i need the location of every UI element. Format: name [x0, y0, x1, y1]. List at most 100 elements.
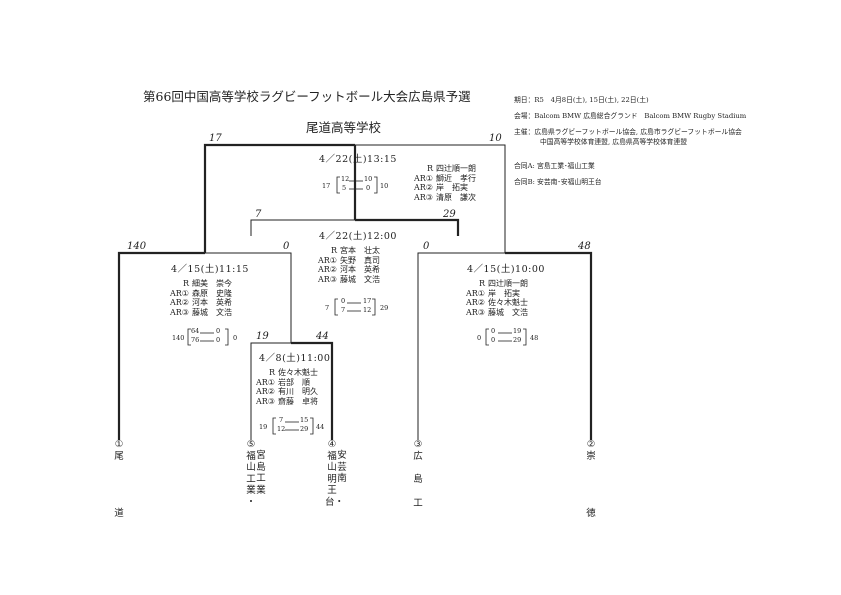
host-label: 主催：: [514, 128, 535, 136]
role: AR③: [414, 192, 433, 202]
official: 藤城 文浩: [487, 307, 528, 317]
winner-name: 尾道高等学校: [306, 120, 382, 135]
left-score-right: 0: [283, 241, 290, 252]
team-char: 広: [413, 450, 423, 462]
role: AR①: [256, 377, 275, 387]
team-miyajima-kogyo: ⑤ 福 山 工 業 ・: [244, 439, 258, 508]
role: R: [330, 246, 337, 255]
role: AR①: [170, 288, 189, 298]
team-char: 台・: [325, 496, 345, 508]
semi-date: 4／22(土)12:00: [319, 231, 397, 242]
event-info: 期日：R5 4月8日(土), 15日(土), 22日(土) 会場：Balcom …: [514, 95, 746, 187]
joint-team-a: 合同A: 宮島工業･福山工業: [514, 162, 595, 170]
right-score-right: 48: [578, 241, 591, 252]
role: R: [182, 279, 189, 288]
final-h2-left: 5: [342, 184, 347, 192]
team-char: 王: [327, 485, 337, 496]
right-h2-left: 0: [491, 336, 496, 344]
team-char: 島: [413, 474, 423, 485]
right-total-left: 0: [477, 334, 482, 342]
official: 岸 拓実: [487, 288, 520, 298]
team-char: 工: [246, 473, 256, 485]
team-char: 工: [413, 497, 423, 509]
joint-team-b: 合同B: 安芸南･安福山明王台: [514, 178, 602, 186]
seed-number: ④: [327, 439, 337, 450]
role: R: [268, 368, 275, 377]
team-char: 南: [337, 473, 347, 484]
team-char: 安: [337, 450, 347, 461]
semi-score-left: 7: [255, 209, 262, 220]
seed-number: ⑤: [246, 439, 256, 450]
final-score-left: 17: [209, 133, 222, 144]
left-h1-right: 0: [216, 327, 221, 335]
official: 佐々木魁士: [277, 368, 318, 377]
final-score-right: 10: [489, 133, 502, 144]
team-fukuyama-kogyo: 宮 島 工 業: [254, 450, 268, 496]
role: AR①: [466, 288, 485, 298]
host-line2: 中国高等学校体育連盟, 広島県高等学校体育連盟: [540, 138, 688, 146]
official: 岸 拓実: [435, 183, 468, 192]
role: AR②: [256, 387, 275, 396]
right-h2-right: 29: [513, 336, 522, 344]
team-char: 山: [327, 462, 337, 473]
team-char: 業: [246, 485, 256, 496]
team-char: 芸: [337, 461, 347, 473]
r1-date: 4／8(土)11:00: [259, 353, 331, 364]
role: AR②: [170, 298, 189, 307]
official: 佐々木魁士: [487, 298, 528, 307]
right-date: 4／15(土)10:00: [467, 264, 545, 275]
right-total-right: 48: [530, 334, 539, 342]
role: AR③: [466, 307, 485, 317]
final-h2-right: 0: [366, 184, 371, 192]
semi-total-right: 29: [380, 304, 389, 312]
team-char: 業: [256, 484, 266, 496]
r1-total-left: 19: [259, 423, 268, 431]
semi-h1-left: 0: [341, 297, 346, 305]
team-hiroshima-ko: ③ 広 島 工: [411, 439, 425, 509]
official: 宮本 壮太: [339, 246, 380, 255]
role: AR②: [466, 298, 485, 307]
team-char: 明: [327, 473, 337, 485]
team-char: 道: [114, 508, 124, 519]
r1-h1-left: 7: [279, 416, 284, 424]
role: R: [478, 279, 485, 288]
official: 河本 英希: [339, 265, 380, 274]
r1-score-left: 19: [256, 331, 269, 342]
official: 森原 史隆: [191, 288, 232, 298]
official: 藤城 文浩: [191, 307, 232, 317]
team-char: 宮: [256, 450, 266, 461]
semi-h2-right: 12: [363, 306, 372, 314]
team-char: 徳: [586, 508, 596, 519]
official: 岩部 順: [277, 377, 310, 387]
left-h2-right: 0: [216, 336, 221, 344]
left-h2-left: 76: [191, 336, 200, 344]
team-char: 山: [246, 462, 256, 473]
team-char: 工: [256, 473, 266, 484]
left-total-right: 0: [233, 334, 238, 342]
r1-h2-left: 12: [277, 425, 286, 433]
left-total-left: 140: [172, 334, 185, 342]
r1-total-right: 44: [316, 423, 325, 431]
official: 藤城 文浩: [339, 274, 380, 284]
team-char: 福: [327, 450, 337, 462]
left-date: 4／15(土)11:15: [171, 264, 249, 275]
team-char: 崇: [586, 450, 596, 462]
official: 四辻順一朗: [487, 279, 528, 288]
left-h1-left: 64: [191, 327, 200, 335]
official: 河本 英希: [191, 298, 232, 307]
right-h1-right: 19: [513, 327, 522, 335]
r1-h2-right: 29: [300, 425, 309, 433]
role: AR②: [414, 183, 433, 192]
team-char: 福: [246, 450, 256, 462]
team-char: ・: [246, 496, 256, 508]
official: 細美 崇今: [191, 279, 232, 288]
final-total-right: 10: [380, 182, 389, 190]
team-sotoku: ② 崇 徳: [584, 439, 598, 520]
left-score-left: 140: [127, 241, 147, 252]
seed-number: ②: [586, 439, 596, 450]
